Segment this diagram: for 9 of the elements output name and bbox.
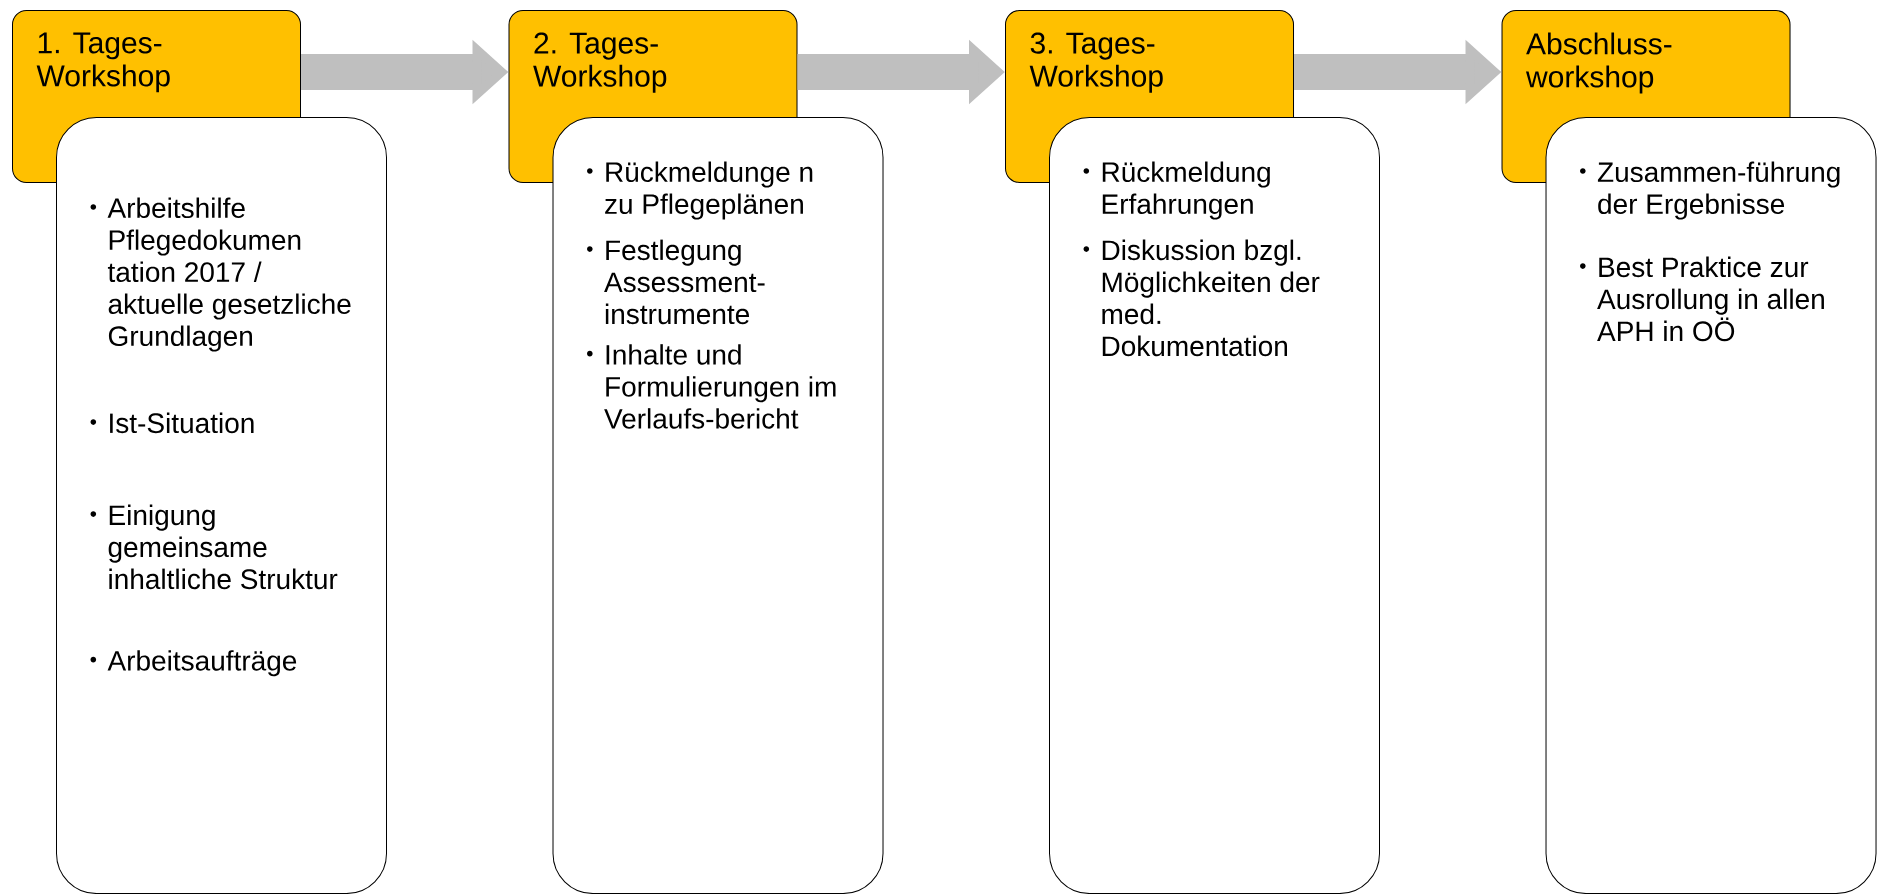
rounded-box: Rückmeldung Erfahrungen Diskussion bzgl. Möglichkeiten der med. Dokumentation <box>1049 117 1380 894</box>
node-label: Diskussion bzgl. Möglichkeiten der med. Dokumentation <box>1102 239 1320 357</box>
rounded-box: Arbeitshilfe Pflegedokumen tation 2017 / aktuelle gesetzliche Grundlagen Ist-Situation Einigung gemeinsame inhaltliche Struktur Arbeitsaufträge <box>56 117 387 894</box>
node-label: Arbeitshilfe Pflegedokumen tation 2017 / aktuelle gesetzliche Grundlagen <box>107 197 351 352</box>
node-label: Arbeitsaufträge <box>107 650 297 677</box>
node-label: Einigung gemeinsame inhaltliche Struktur <box>108 504 338 590</box>
rounded-box: Zusammen-führung der Ergebnisse Best Praktice zur Ausrollung in allen APH in OÖ <box>1545 117 1877 894</box>
rounded-box: Rückmeldunge n zu Pflegeplänen Festlegung Assessment-instrumente Inhalte und Formulierungen im Verlaufs-bericht <box>552 117 884 894</box>
node-label: Ist-Situation <box>110 412 254 434</box>
